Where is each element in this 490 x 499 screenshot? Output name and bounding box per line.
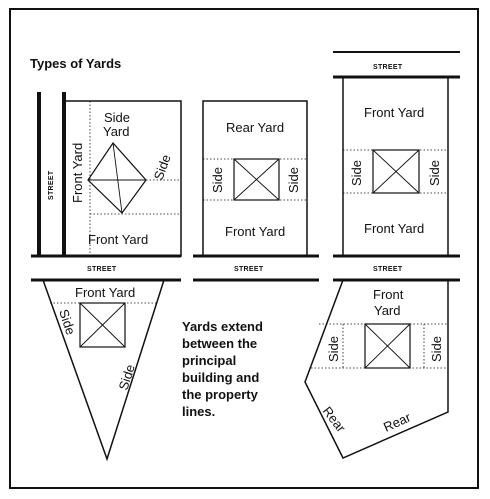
building-diagonal-2 (79, 302, 126, 348)
side-label-left: Side (326, 336, 341, 362)
front-yard-label: Front Yard (225, 224, 285, 239)
rear-label-right: Rear (381, 409, 413, 434)
lot-boundary (41, 279, 166, 462)
front-yard-label-top: Front Yard (364, 105, 424, 120)
note-line-4: building and (182, 370, 259, 385)
side-label-left: Side (349, 160, 364, 186)
side-label-right: Side (116, 363, 138, 392)
note-line-6: lines. (182, 404, 215, 419)
rear-yard-label: Rear Yard (226, 120, 284, 135)
street-label-1: STREET (87, 266, 117, 273)
triangular-lot (41, 279, 166, 462)
street-label-2: STREET (234, 266, 264, 273)
lot-boundary (304, 279, 449, 459)
note-line-2: between the (182, 336, 257, 351)
note-line-3: principal (182, 353, 236, 368)
front-yard-label-side: Front Yard (70, 143, 85, 203)
building (87, 142, 147, 214)
building (233, 158, 280, 201)
irregular-lot (304, 279, 449, 459)
side-yard-label-top: Side (104, 110, 130, 125)
side-label-right: Side (429, 336, 444, 362)
side-label-left: Side (56, 307, 78, 336)
building-diagonal-2 (364, 323, 411, 369)
front-yard-label-line-2: Yard (374, 303, 401, 318)
diagram-title: Types of Yards (30, 56, 121, 71)
front-yard-label-corner: Front Yard (88, 232, 148, 247)
note-line-5: the property (182, 387, 259, 402)
front-yard-label: Front Yard (75, 285, 135, 300)
note-line-1: Yards extend (182, 319, 263, 334)
street-label-3: STREET (373, 266, 403, 273)
front-yard-label-bottom: Front Yard (364, 221, 424, 236)
building (364, 323, 411, 369)
side-label-corner: Side (151, 152, 174, 182)
side-label-left: Side (210, 167, 225, 193)
side-label-right: Side (286, 167, 301, 193)
front-yard-label-line-1: Front (373, 287, 404, 302)
building-diagonal-1 (112, 142, 123, 214)
street-label-left: STREET (48, 170, 55, 200)
building (79, 302, 126, 348)
note: Yards extend between the principal build… (182, 319, 263, 419)
side-label-right: Side (427, 160, 442, 186)
diagram-frame (9, 8, 479, 489)
side-yard-label-bottom: Yard (103, 124, 130, 139)
street-label-top: STREET (373, 64, 403, 71)
building (372, 149, 420, 194)
building-diagonal-2 (233, 158, 280, 201)
building-diagonal-2 (372, 149, 420, 194)
